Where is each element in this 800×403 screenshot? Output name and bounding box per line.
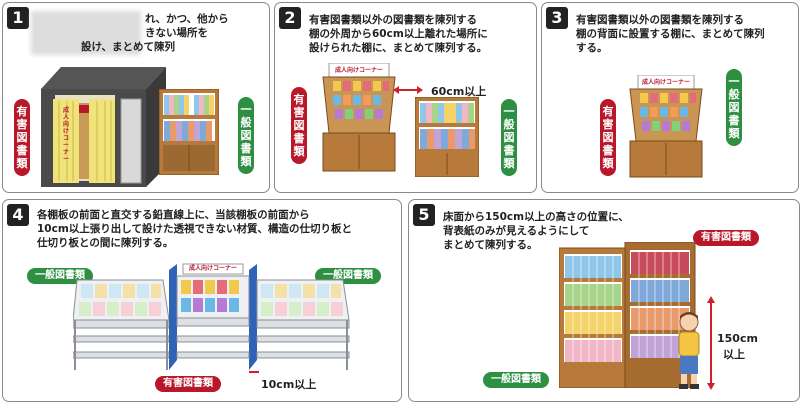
child-figure [678, 312, 700, 389]
text-line: 各棚板の前面と直交する鉛直線上に、当該棚板の前面から [37, 209, 310, 221]
text-line: する。 [576, 42, 608, 54]
height-value: 150cm [717, 332, 758, 345]
panel-3-text: 有害図書類以外の図書類を陳列する 棚の背面に設置する棚に、まとめて陳列 する。 [576, 13, 765, 55]
text-line: 設けられた棚に、まとめて陳列する。 [309, 42, 488, 54]
panel-2-text: 有害図書類以外の図書類を陳列する 棚の外周から60cm以上離れた場所に 設けられ… [309, 13, 488, 55]
panel-number: 3 [546, 7, 568, 29]
text-line: まとめて陳列する。 [443, 239, 538, 251]
text-fragment: きない場所を [145, 27, 208, 39]
panel-number: 2 [279, 7, 301, 29]
adult-booth-illustration [41, 67, 166, 187]
harmful-books-label: 有害図書類 [693, 230, 759, 246]
corner-sign: 成人向けコーナー [334, 67, 383, 74]
text-line: 有害図書類以外の図書類を陳列する [576, 14, 744, 26]
panel-1: 1 れ、かつ、他から きない場所を 設け、まとめて陳列 成人向けコーナー [2, 2, 270, 193]
panel-number: 1 [7, 7, 29, 29]
harmful-books-label: 有害図書類 [600, 99, 616, 176]
general-bookcase-illustration [159, 89, 219, 175]
text-line: 10cm以上張り出して設けた透視できない材質、構造の仕切り板と [37, 223, 352, 235]
text-line: 有害図書類以外の図書類を陳列する [309, 14, 477, 26]
height-unit: 以上 [723, 348, 745, 361]
distance-label: 60cm以上 [431, 85, 487, 98]
text-line: 床面から150cm以上の高さの位置に、 [443, 211, 629, 223]
panel-3: 3 有害図書類以外の図書類を陳列する 棚の背面に設置する棚に、まとめて陳列 する… [541, 2, 799, 193]
panel-number: 4 [7, 204, 29, 226]
panel-5-text: 床面から150cm以上の高さの位置に、 背表紙のみが見えるようにして まとめて陳… [443, 210, 629, 252]
panel-4: 4 各棚板の前面と直交する鉛直線上に、当該棚板の前面から 10cm以上張り出して… [2, 199, 402, 402]
adult-rack-illustration [629, 75, 703, 178]
harmful-books-label: 有害図書類 [291, 87, 307, 164]
corner-sign: 成人向けコーナー [641, 79, 690, 86]
text-line: 仕切り板との間に陳列する。 [37, 237, 174, 249]
harmful-books-label: 有害図書類 [155, 376, 221, 392]
adult-rack-illustration [322, 63, 396, 172]
panel-number: 5 [413, 204, 435, 226]
corner-sign: 成人向けコーナー [188, 265, 237, 272]
panel-4-text: 各棚板の前面と直交する鉛直線上に、当該棚板の前面から 10cm以上張り出して設け… [37, 208, 352, 250]
distance-label: 10cm以上 [261, 378, 317, 391]
general-bookcase-illustration [415, 97, 479, 177]
panel-2: 2 有害図書類以外の図書類を陳列する 棚の外周から60cm以上離れた場所に 設け… [274, 2, 537, 193]
harmful-books-label: 有害図書類 [14, 99, 30, 176]
text-line: 棚の背面に設置する棚に、まとめて陳列 [576, 28, 765, 40]
corner-sign: 成人向けコーナー [63, 107, 70, 163]
panel-1-text: れ、かつ、他から きない場所を [145, 12, 229, 40]
blurred-text [31, 11, 141, 55]
general-books-label: 一般図書類 [501, 99, 517, 176]
distance-arrow [393, 86, 423, 94]
text-line: 背表紙のみが見えるようにして [443, 225, 590, 237]
panel-1-text-line3: 設け、まとめて陳列 [81, 41, 175, 53]
general-books-label: 一般図書類 [726, 69, 742, 146]
height-arrow [707, 296, 715, 390]
magazine-rack-illustration [73, 263, 350, 373]
text-line: 棚の外周から60cm以上離れた場所に [309, 28, 488, 40]
general-books-label: 一般図書類 [238, 97, 254, 174]
text-fragment: れ、かつ、他から [145, 13, 229, 25]
general-books-label: 一般図書類 [483, 372, 549, 388]
panel-5: 5 床面から150cm以上の高さの位置に、 背表紙のみが見えるようにして まとめ… [408, 199, 800, 402]
